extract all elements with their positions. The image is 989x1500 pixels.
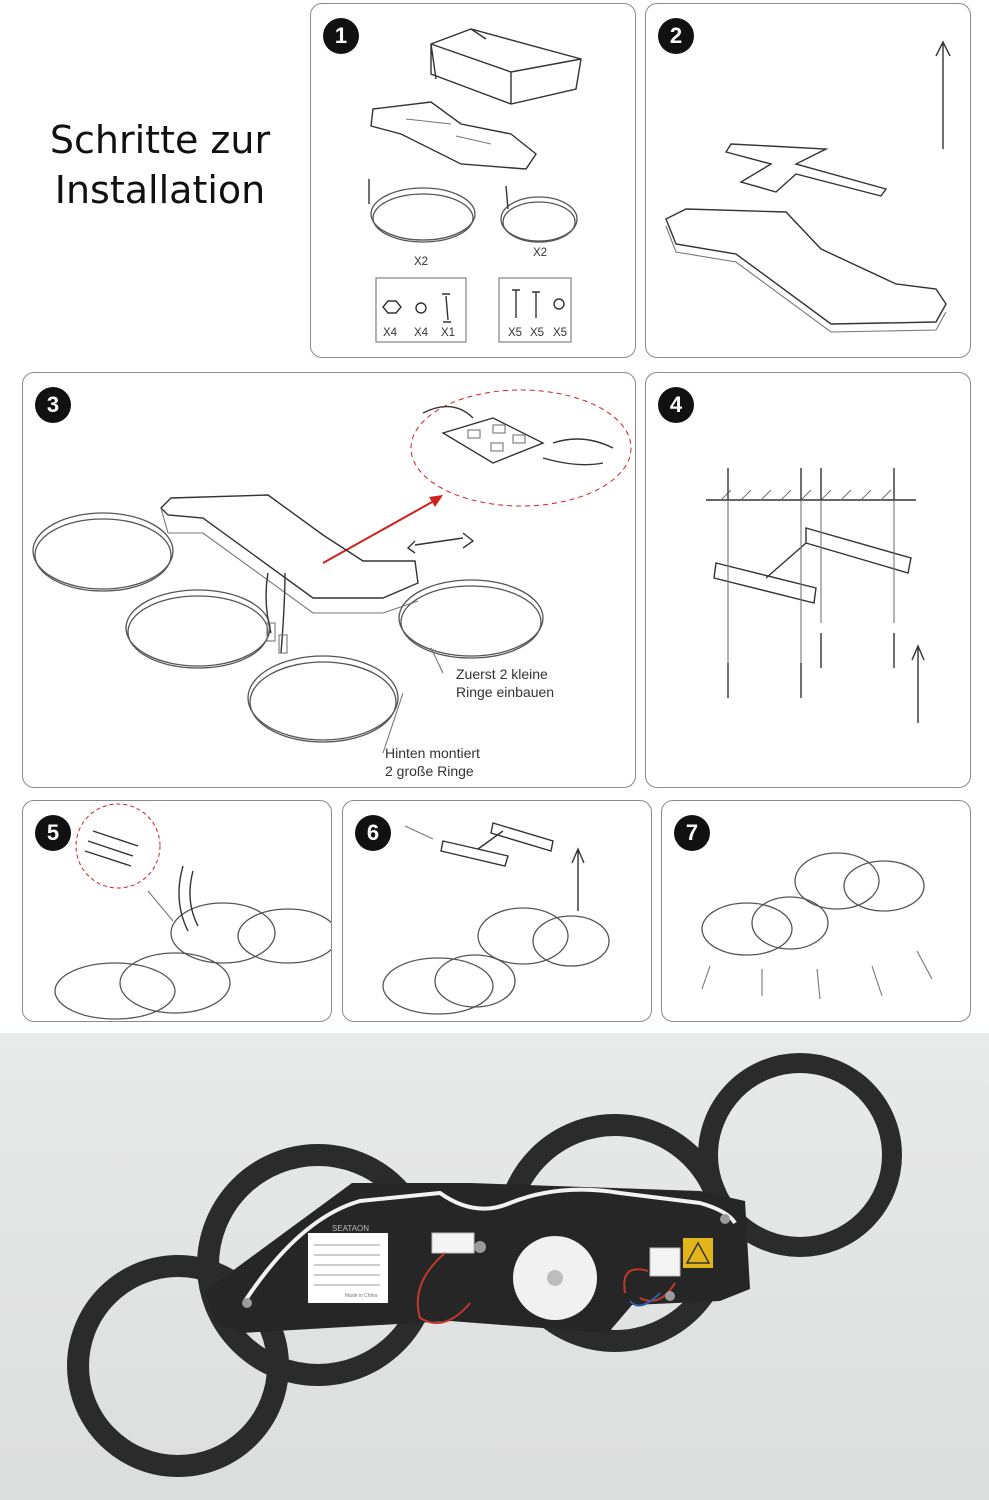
wrench-icon [406, 532, 475, 554]
note-large-rings-line2: 2 große Ringe [385, 763, 474, 779]
step-6-drawing [382, 822, 610, 1015]
up-arrow-icon [935, 40, 951, 149]
screw-icon [242, 1298, 252, 1308]
screw-icon [727, 633, 895, 698]
step-2-panel: 2 [645, 3, 971, 358]
brand-label: SEATAON [332, 1224, 369, 1233]
page-title: Schritte zur Installation [49, 118, 271, 212]
screw-icon [512, 289, 520, 318]
note-small-rings-line1: Zuerst 2 kleine [456, 666, 548, 682]
step-1-badge: 1 [323, 18, 359, 54]
frame-plate-icon [370, 101, 537, 170]
small-ring-icon [500, 196, 578, 242]
step-2-drawing [665, 40, 951, 333]
ring-back-left [54, 962, 176, 1020]
step-4-panel: 4 [645, 372, 971, 788]
step-7-badge: 7 [674, 815, 710, 851]
large-ring-bottom [247, 655, 399, 741]
light-rays-icon [701, 950, 933, 1000]
step-4-badge: 4 [658, 387, 694, 423]
frame-plate-icon [665, 208, 947, 325]
product-photo: SEATAON Made in China [0, 1033, 989, 1500]
step-3-drawing [32, 389, 632, 754]
mounting-bracket-icon [440, 822, 554, 867]
wrench-qty: X1 [441, 327, 456, 339]
large-ring-qty: X2 [414, 256, 429, 268]
cap-icon [553, 298, 565, 310]
anchor-icon [532, 291, 540, 318]
wrench-icon [442, 293, 451, 323]
ring-far-left [67, 1255, 289, 1477]
step-7-drawing [701, 852, 933, 1000]
anchor-qty: X5 [530, 327, 545, 339]
step-5-drawing [54, 803, 331, 1020]
small-ring-left [32, 512, 174, 590]
large-ring-icon [370, 187, 476, 241]
washer-icon [415, 302, 427, 314]
step-6-badge: 6 [355, 815, 391, 851]
step-5-panel: 5 [22, 800, 332, 1022]
ceiling-lamp-photo: SEATAON Made in China [0, 1033, 989, 1500]
step-1-drawing [368, 28, 582, 343]
ring-back-right [170, 902, 276, 964]
nut-qty: X4 [383, 327, 398, 339]
wall-anchor-icon [727, 468, 895, 500]
internal-wires [416, 1252, 676, 1324]
terminal-block-icon [441, 417, 545, 464]
cap-qty: X5 [553, 327, 568, 339]
up-arrow-icon [911, 644, 925, 723]
ring-far-right [698, 1053, 902, 1257]
step-6-panel: 6 [342, 800, 652, 1022]
packaging-box-icon [430, 28, 582, 105]
screw-qty: X5 [508, 327, 523, 339]
mounting-bracket-icon [724, 143, 888, 197]
nut-icon [382, 300, 402, 314]
connector-callout [410, 389, 632, 507]
step-7-panel: 7 [661, 800, 971, 1022]
note-small-rings-line2: Ringe einbauen [456, 684, 555, 700]
step-1-panel: 1 X2 X2 X4 X4 X1 X5 X5 X5 [310, 3, 636, 358]
washer-qty: X4 [414, 327, 429, 339]
step-4-drawing [706, 468, 925, 723]
note-large-rings-line1: Hinten montiert [385, 745, 480, 761]
mounting-bracket-icon [713, 527, 912, 604]
small-ring-right [398, 579, 544, 657]
small-ring-qty: X2 [533, 247, 548, 259]
terminal-block-left [431, 1232, 475, 1254]
callout-arrow [322, 496, 442, 564]
step-5-badge: 5 [35, 815, 71, 851]
power-wire [243, 1187, 737, 1303]
label-footer: Made in China [345, 1293, 377, 1299]
large-ring-left [125, 589, 271, 667]
step-3-badge: 3 [35, 387, 71, 423]
step-2-badge: 2 [658, 18, 694, 54]
terminal-block-right [649, 1247, 681, 1277]
detail-callout [75, 803, 161, 889]
step-3-panel: 3 Zuerst 2 kleine Ringe einbauen Hinten … [22, 372, 636, 788]
up-arrow-icon [571, 847, 585, 911]
frame-plate-icon [160, 494, 419, 599]
